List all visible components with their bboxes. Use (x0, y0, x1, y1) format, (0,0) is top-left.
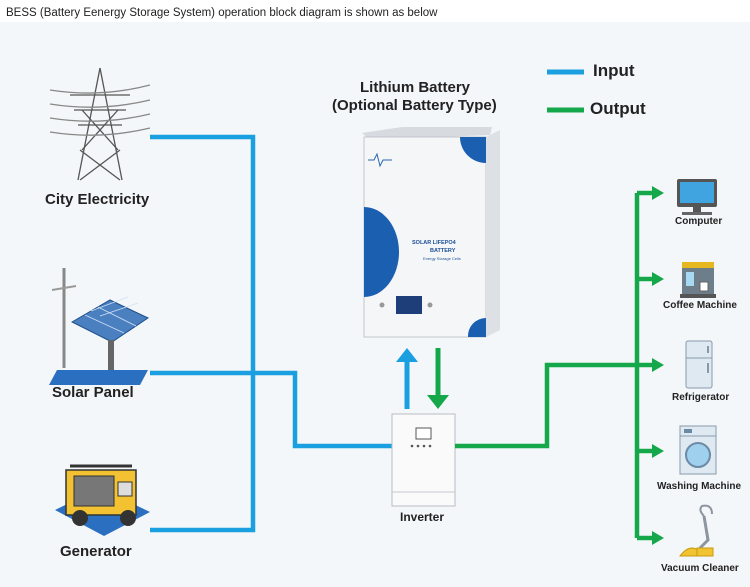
input-lines (150, 134, 392, 533)
coffee-machine-icon (680, 262, 716, 298)
charge-arrow (396, 348, 418, 409)
legend-input-label: Input (593, 61, 635, 80)
battery-label-line1: SOLAR LIFEPO4 (412, 240, 456, 246)
solar-panel-label: Solar Panel (52, 384, 134, 401)
computer-icon (677, 179, 717, 215)
solar-panel-icon (49, 268, 150, 385)
refrigerator-icon (685, 340, 713, 389)
diagram-caption: BESS (Battery Eenergy Storage System) op… (6, 7, 438, 19)
discharge-arrow (427, 348, 449, 409)
battery-label-line2: BATTERY (430, 248, 456, 254)
lithium-battery-unit (362, 127, 500, 338)
city-electricity-label: City Electricity (45, 191, 150, 208)
inverter-label: Inverter (400, 510, 445, 524)
vacuum-cleaner-label: Vacuum Cleaner (661, 563, 739, 574)
legend-output-label: Output (590, 99, 646, 118)
refrigerator-label: Refrigerator (672, 392, 730, 403)
coffee-machine-label: Coffee Machine (663, 300, 737, 311)
vacuum-cleaner-icon (678, 504, 714, 557)
power-tower-icon (49, 67, 151, 181)
battery-label-line3: Energy Storage Cells (423, 256, 461, 261)
battery-subtitle: (Optional Battery Type) (332, 97, 497, 114)
inverter-unit (391, 413, 456, 507)
output-lines (455, 190, 653, 541)
generator-label: Generator (60, 543, 132, 560)
generator-icon (55, 464, 150, 536)
computer-label: Computer (675, 216, 723, 227)
battery-title: Lithium Battery (360, 79, 471, 96)
washing-machine-label: Washing Machine (657, 481, 742, 492)
washing-machine-icon (679, 425, 717, 475)
output-arrowheads (652, 186, 664, 545)
